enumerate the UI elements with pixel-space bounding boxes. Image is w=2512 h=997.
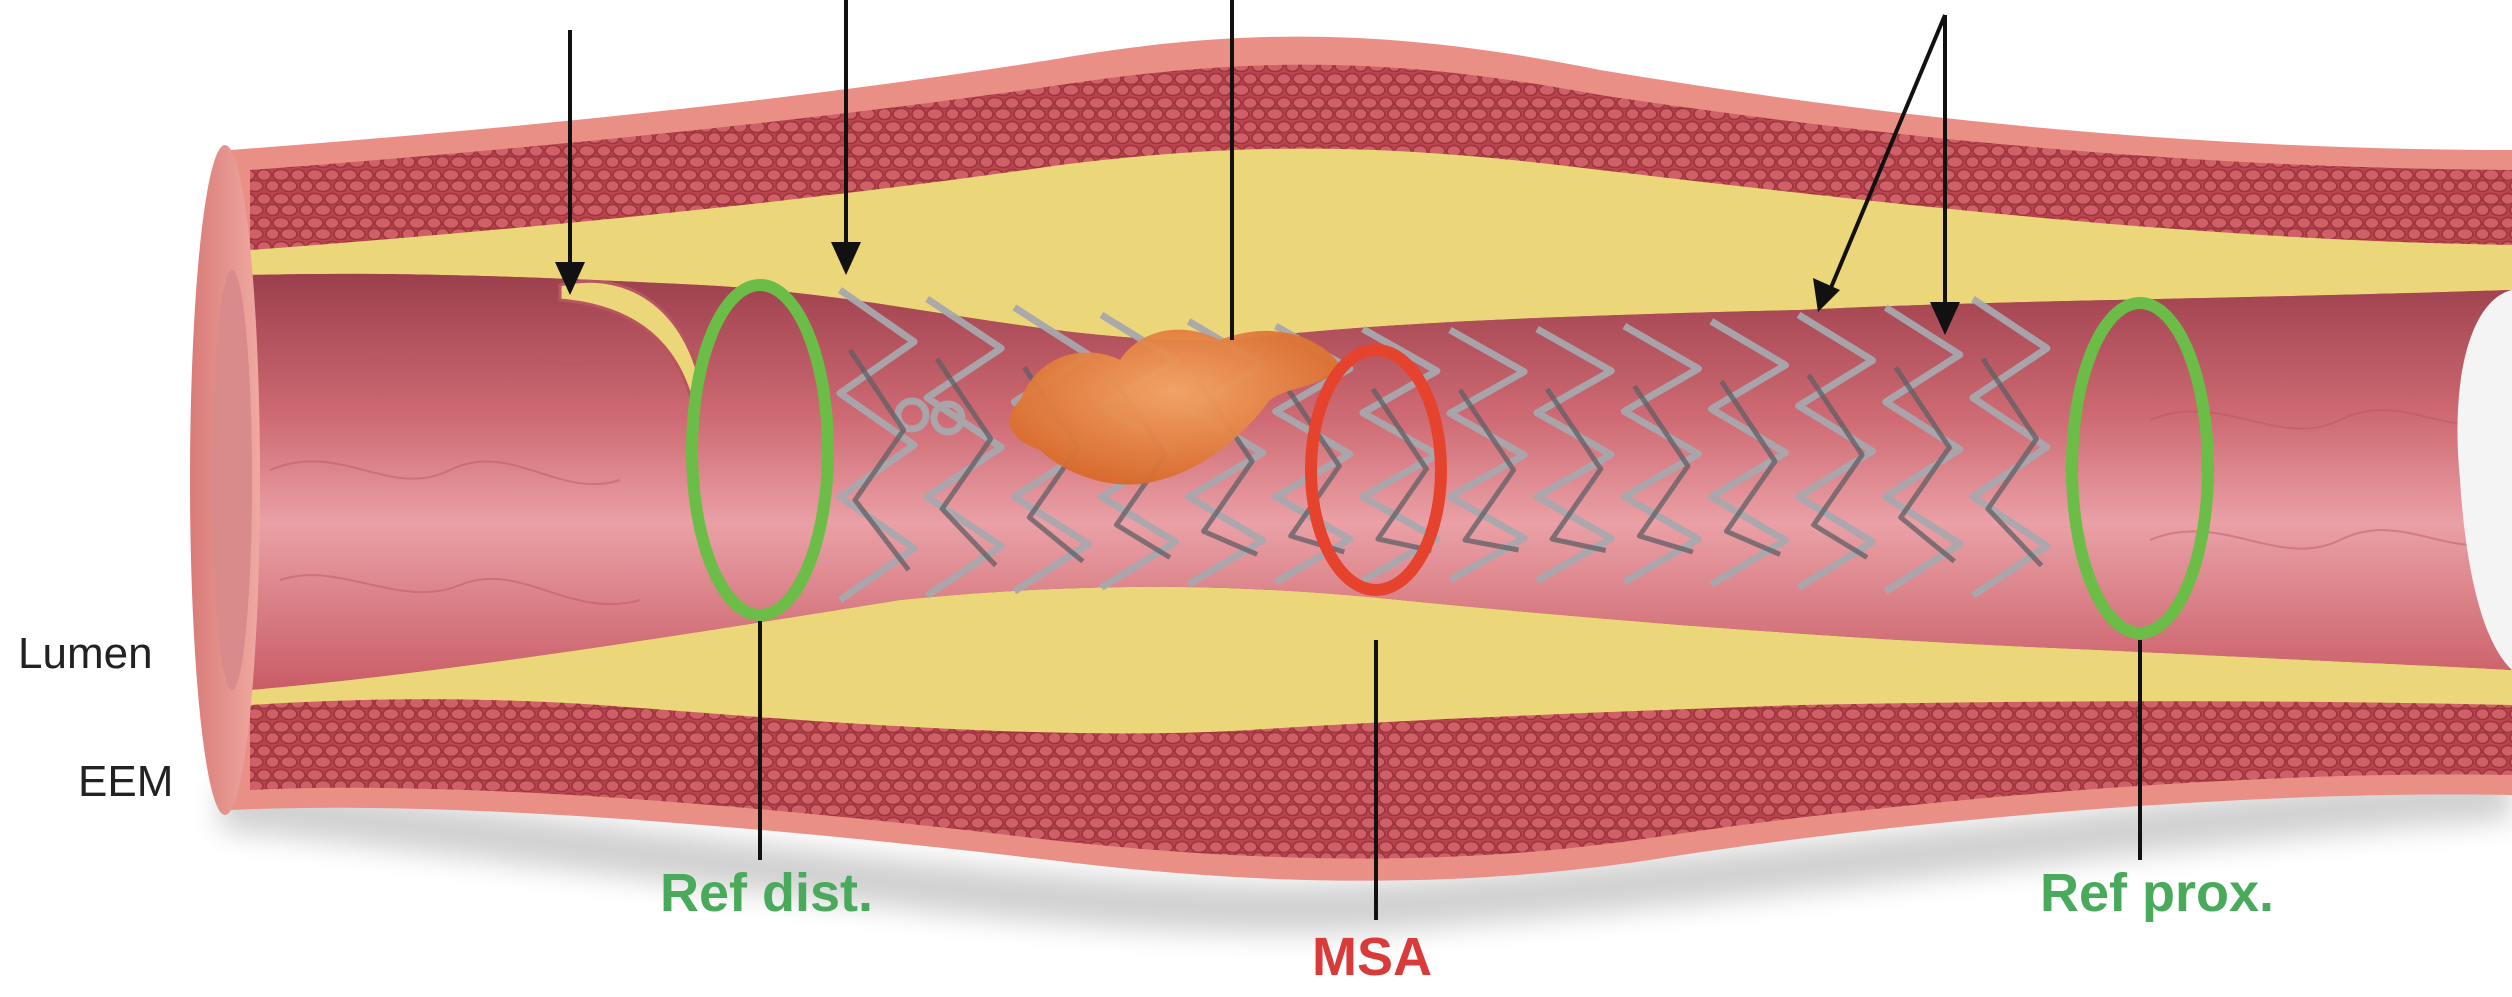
ref-prox-label: Ref prox. bbox=[2040, 866, 2274, 920]
ref-dist-label: Ref dist. bbox=[660, 866, 873, 920]
lumen-label: Lumen bbox=[18, 632, 153, 676]
eem-label: EEM bbox=[78, 760, 173, 804]
vessel-end-left-lumen bbox=[212, 270, 252, 690]
msa-label: MSA bbox=[1312, 930, 1432, 984]
